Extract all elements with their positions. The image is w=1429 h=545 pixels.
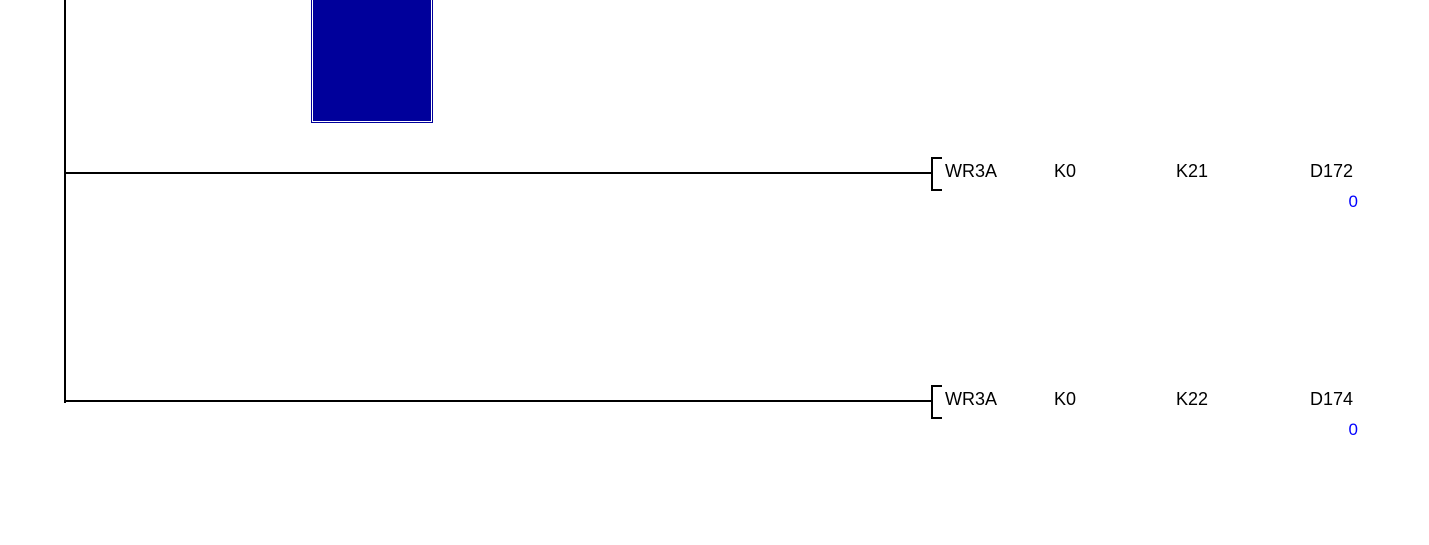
- rung-1-operand-3-monitor-value: 0: [1348, 192, 1358, 211]
- rung-2-operand-2[interactable]: K22: [1176, 389, 1209, 409]
- selected-instruction-block[interactable]: [311, 0, 433, 123]
- left-power-rail: [64, 0, 66, 403]
- rung-2-operand-3[interactable]: D174: [1310, 389, 1354, 409]
- rung-1-operand-1[interactable]: K0: [1054, 161, 1077, 181]
- rung-1-output-bracket-icon: [931, 157, 942, 191]
- rung-1-operand-3[interactable]: D172: [1310, 161, 1354, 181]
- rung-2-output-bracket-icon: [931, 385, 942, 419]
- rung-1-operand-2[interactable]: K21: [1176, 161, 1209, 181]
- rung-2-wire: [64, 400, 932, 402]
- rung-2-operand-1[interactable]: K0: [1054, 389, 1077, 409]
- rung-2-instruction[interactable]: WR3A: [945, 389, 998, 409]
- rung-2-operand-3-monitor-value: 0: [1348, 420, 1358, 439]
- rung-1-wire: [64, 172, 932, 174]
- rung-1-instruction[interactable]: WR3A: [945, 161, 998, 181]
